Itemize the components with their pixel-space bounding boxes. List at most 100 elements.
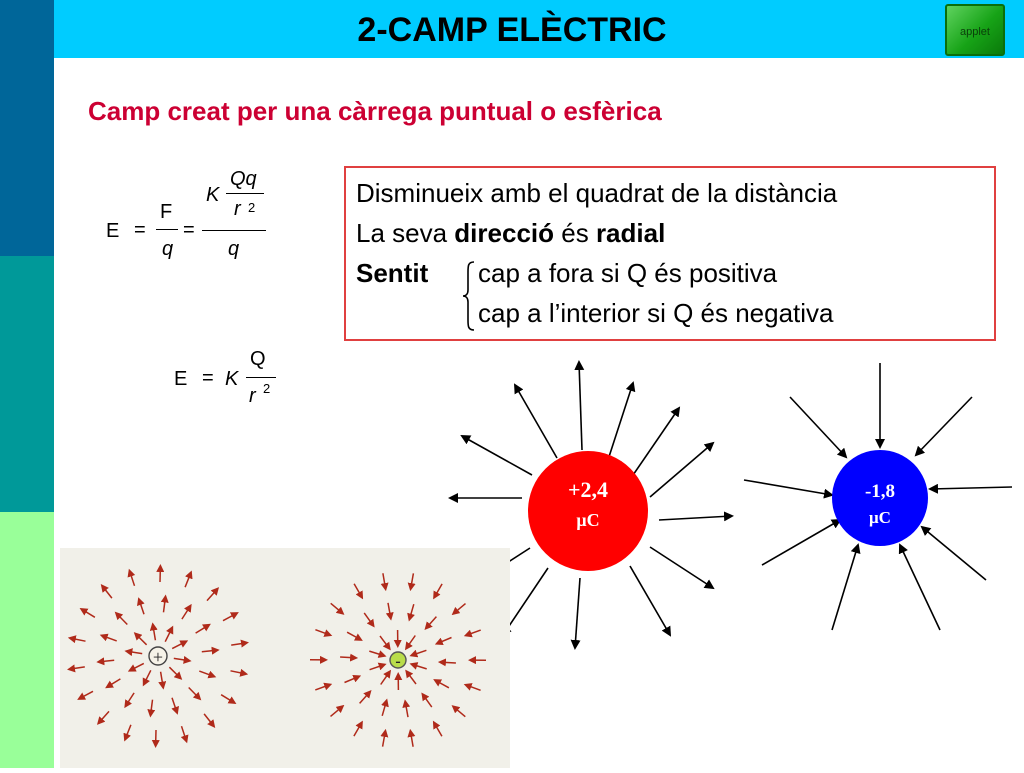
photo-outward-arrow [172, 698, 177, 713]
photo-outward-arrow [79, 691, 93, 699]
photo-outward-arrow [102, 635, 117, 641]
photo-outward-arrow [151, 700, 153, 716]
info-direction-word: direcció [454, 218, 554, 248]
sidebar-block-top [0, 0, 54, 256]
formula2-r: r [249, 385, 256, 408]
formula1-F: F [160, 201, 172, 224]
photo-inward-arrow [347, 632, 361, 640]
applet-button[interactable]: applet [945, 4, 1005, 56]
photo-inward-arrow [345, 676, 360, 682]
info-sentit-word: Sentit [356, 258, 428, 288]
photo-inward-arrow [354, 722, 362, 736]
info-sentit-negative: cap a l’interior si Q és negativa [478, 298, 834, 329]
photo-outward-arrow [98, 711, 109, 723]
photo-outward-arrow [139, 599, 144, 614]
formula1-exp: 2 [248, 200, 255, 215]
info-radial-word: radial [596, 218, 665, 248]
slide-title: 2-CAMP ELÈCTRIC [54, 0, 970, 58]
formula1-bar1 [156, 229, 178, 230]
photo-inward-arrow [453, 604, 465, 614]
photo-outward-arrow [98, 660, 114, 662]
photo-outward-arrow [223, 613, 237, 621]
photo-outward-arrow [199, 671, 214, 677]
negative-charge-field-diagram: -1,8 μC [740, 355, 1024, 640]
photo-inward-arrow [381, 671, 390, 684]
photo-inward-arrow [453, 706, 465, 716]
photo-outward-arrow [130, 663, 144, 670]
formula1-eq1: = [134, 219, 146, 242]
photo-inward-arrow [423, 694, 432, 707]
photo-inward-arrow [315, 685, 330, 690]
photo-inward-arrow [406, 636, 415, 649]
photo-outward-arrow [153, 624, 156, 640]
photo-outward-arrow [174, 658, 190, 660]
photo-outward-arrow [107, 679, 121, 687]
photo-inward-arrow [440, 662, 456, 663]
photo-outward-arrow [204, 714, 214, 727]
formula1-lhs: E [106, 220, 119, 243]
photo-inward-arrow [435, 680, 449, 688]
photo-outward-arrow [189, 688, 200, 700]
photo-outward-arrow [207, 589, 218, 601]
photo-inward-arrow [409, 604, 413, 619]
photo-field-arrows [69, 566, 486, 747]
formula1-bar-inner [226, 193, 264, 194]
photo-outward-arrow [202, 650, 218, 652]
photo-inward-arrow [411, 573, 414, 589]
sidebar-block-middle [0, 256, 54, 512]
photo-outward-arrow [70, 638, 86, 641]
formula1-r: r [234, 198, 241, 221]
formula2-exp: 2 [263, 381, 270, 396]
photo-outward-arrow [161, 672, 164, 688]
photo-inward-arrow [369, 651, 384, 656]
photo-outward-arrow [231, 643, 247, 645]
slide-subtitle: Camp creat per una càrrega puntual o esf… [88, 96, 662, 127]
positive-charge-unit: μC [576, 510, 599, 530]
field-lines-photo-svg: + - [60, 548, 510, 768]
photo-outward-arrow [81, 609, 95, 617]
photo-outward-arrow [135, 634, 146, 645]
photo-inward-arrow [364, 613, 373, 626]
photo-outward-arrow [116, 613, 127, 625]
photo-inward-arrow [382, 700, 386, 715]
info-line-direction: La seva direcció és radial [356, 218, 665, 249]
photo-inward-arrow [370, 665, 385, 670]
photo-minus-sign: - [395, 653, 400, 670]
info-line-distance: Disminueix amb el quadrat de la distànci… [356, 178, 837, 209]
formula1-eq2: = [183, 219, 195, 242]
formula1-Qq: Qq [230, 168, 257, 191]
photo-outward-arrow [125, 693, 134, 707]
field-lines-photo: + - [60, 548, 510, 768]
photo-inward-arrow [410, 731, 413, 747]
photo-outward-arrow [185, 572, 191, 587]
sidebar-block-bottom [0, 512, 54, 768]
photo-inward-arrow [434, 722, 442, 736]
photo-inward-arrow [406, 671, 416, 684]
photo-outward-arrow [102, 586, 112, 599]
photo-inward-arrow [383, 573, 386, 589]
curly-brace-icon [462, 260, 476, 332]
formula1-K: K [206, 184, 219, 207]
formula2-Q: Q [250, 348, 266, 371]
photo-outward-arrow [144, 670, 151, 684]
formula1-q2: q [228, 238, 239, 261]
photo-outward-arrow [130, 571, 135, 586]
photo-inward-arrow [331, 706, 343, 716]
photo-outward-arrow [126, 651, 142, 653]
negative-charge-value: -1,8 [865, 481, 895, 502]
formula2-eq: = [202, 367, 214, 390]
info-sentit-label: Sentit [356, 258, 428, 289]
photo-inward-arrow [411, 664, 426, 669]
photo-inward-arrow [405, 701, 408, 717]
info-box: Disminueix amb el quadrat de la distànci… [344, 166, 996, 341]
photo-outward-arrow [164, 597, 166, 613]
photo-outward-arrow [69, 667, 85, 669]
formula1-q1: q [162, 238, 173, 261]
photo-inward-arrow [315, 630, 330, 636]
photo-outward-arrow [196, 625, 210, 633]
photo-outward-arrow [182, 606, 191, 620]
formula2-lhs: E [174, 368, 187, 391]
photo-plus-sign: + [153, 647, 163, 667]
photo-inward-arrow [383, 731, 386, 747]
info-sentit-positive: cap a fora si Q és positiva [478, 258, 777, 289]
